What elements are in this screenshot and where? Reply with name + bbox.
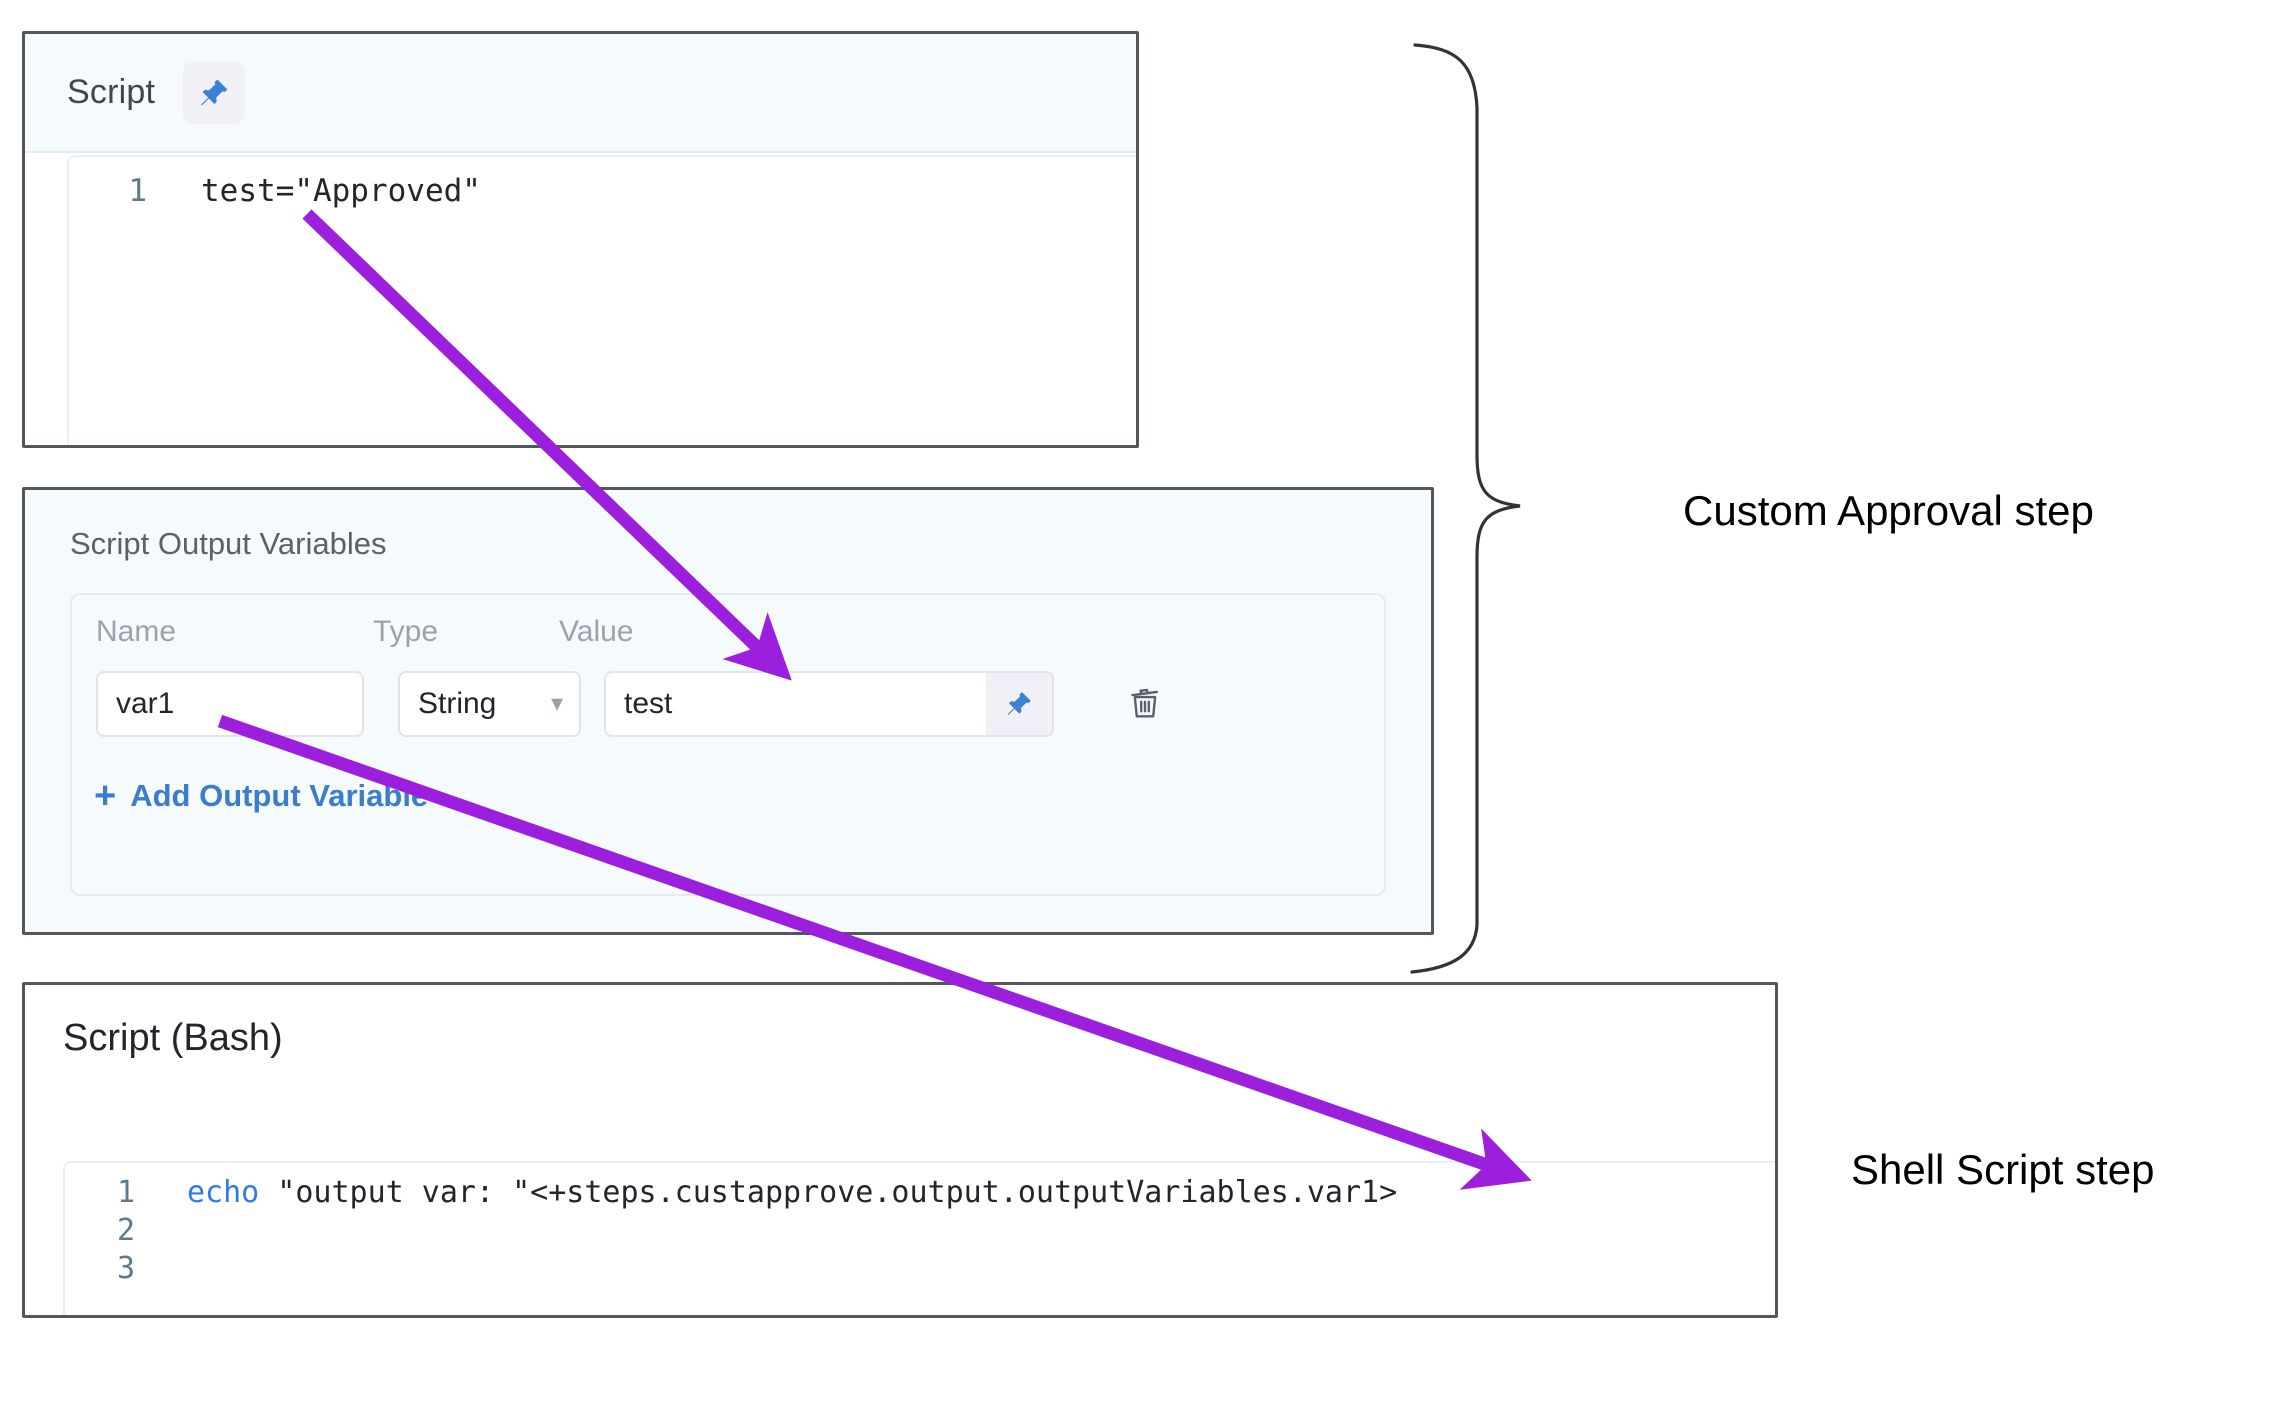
column-headers: Name Type Value: [96, 615, 1360, 655]
column-header-name: Name: [96, 615, 177, 648]
add-output-variable-label: Add Output Variable: [130, 778, 429, 813]
code-line: 3: [65, 1251, 1775, 1289]
trash-icon[interactable]: [1114, 673, 1176, 735]
bash-code-editor[interactable]: 1 echo "output var: "<+steps.custapprove…: [63, 1161, 1775, 1315]
script-panel-header: Script: [25, 34, 1136, 153]
column-header-value: Value: [559, 615, 634, 648]
script-code-editor[interactable]: 1 test="Approved": [67, 155, 1136, 445]
shell-script-step-label: Shell Script step: [1851, 1146, 2155, 1193]
code-line: 1 echo "output var: "<+steps.custapprove…: [65, 1175, 1775, 1213]
bash-panel-title: Script (Bash): [63, 1017, 283, 1059]
code-line: 1 test="Approved": [69, 173, 1136, 225]
variable-value-input[interactable]: test: [604, 671, 988, 737]
line-number: 1: [128, 173, 147, 209]
bash-script-panel: Script (Bash) 1 echo "output var: "<+ste…: [22, 982, 1778, 1318]
code-keyword: echo: [187, 1175, 260, 1210]
output-variables-box: Name Type Value var1 String ▾ test: [70, 593, 1386, 896]
code-line-text: test="Approved": [201, 173, 481, 209]
add-output-variable-button[interactable]: + Add Output Variable: [94, 777, 428, 815]
chevron-down-icon: ▾: [550, 690, 563, 717]
script-panel-title: Script: [67, 73, 156, 111]
output-variable-row: var1 String ▾ test: [96, 671, 1360, 737]
pin-icon[interactable]: [183, 61, 246, 124]
pin-icon[interactable]: [986, 671, 1054, 737]
variable-type-value: String: [418, 687, 497, 720]
column-header-type: Type: [373, 615, 439, 648]
script-panel: Script 1 test="Approved": [22, 31, 1139, 448]
code-rest: "output var: "<+steps.custapprove.output…: [259, 1175, 1398, 1210]
plus-icon: +: [94, 775, 117, 817]
line-number: 1: [116, 1175, 135, 1210]
code-line-text: echo "output var: "<+steps.custapprove.o…: [187, 1175, 1397, 1210]
code-line: 2: [65, 1213, 1775, 1251]
output-variables-title: Script Output Variables: [70, 526, 387, 561]
variable-name-input[interactable]: var1: [96, 671, 364, 737]
line-number: 2: [116, 1213, 135, 1248]
line-number: 3: [116, 1251, 135, 1286]
variable-type-select[interactable]: String ▾: [398, 671, 581, 737]
custom-approval-step-label: Custom Approval step: [1683, 487, 2094, 534]
script-output-variables-panel: Script Output Variables Name Type Value …: [22, 487, 1434, 935]
